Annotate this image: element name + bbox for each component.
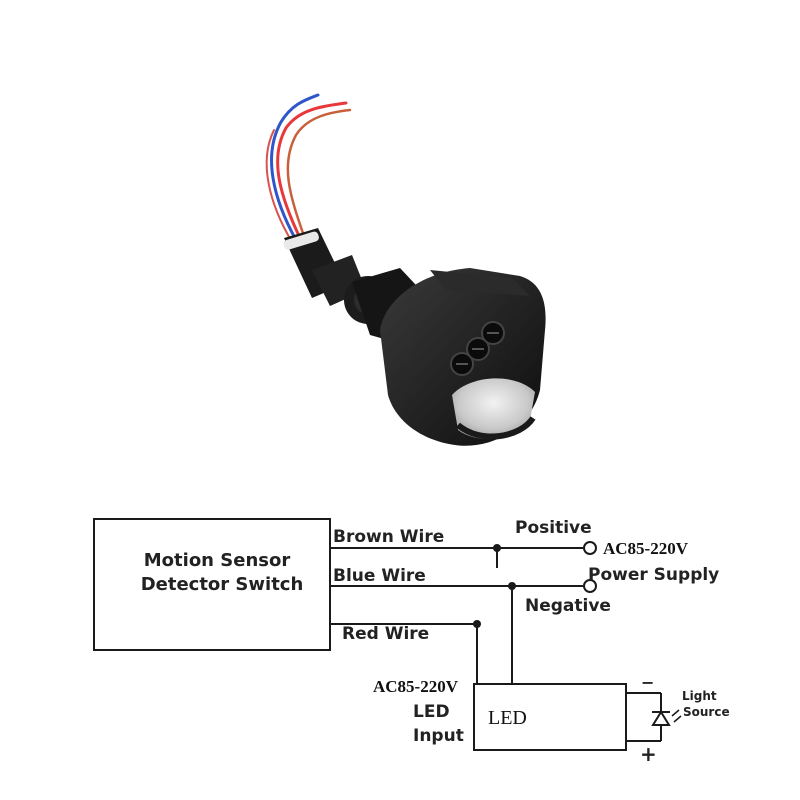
light-source-label-line2: Source [683, 705, 730, 719]
power-voltage-label: AC85-220V [603, 539, 689, 558]
blue-wire-label: Blue Wire [333, 566, 426, 586]
motion-sensor-box [93, 518, 331, 651]
led-driver-label: LED [488, 707, 527, 729]
light-source-label-line1: Light [682, 689, 717, 703]
power-supply-label: Power Supply [588, 565, 719, 585]
light-source-minus: − [641, 673, 654, 692]
motion-sensor-label-line1: Motion Sensor [144, 550, 291, 571]
led-input-label-line2: Input [413, 726, 464, 746]
negative-label: Negative [525, 596, 611, 616]
positive-terminal [583, 541, 597, 555]
motion-sensor-label-line2: Detector Switch [141, 574, 304, 595]
positive-label: Positive [515, 518, 592, 538]
led-driver-box [473, 683, 627, 751]
diode-icon [651, 709, 682, 726]
sensor-product-photo [265, 93, 546, 446]
negative-terminal [583, 579, 597, 593]
lead-wires [265, 93, 352, 243]
light-source-plus: + [640, 742, 657, 766]
adjustment-knobs [450, 321, 505, 376]
sensor-body [380, 268, 546, 446]
red-wire-label: Red Wire [342, 624, 429, 644]
led-input-label-line1: LED [413, 702, 450, 722]
led-input-voltage: AC85-220V [373, 677, 459, 696]
brown-wire-label: Brown Wire [333, 527, 444, 547]
